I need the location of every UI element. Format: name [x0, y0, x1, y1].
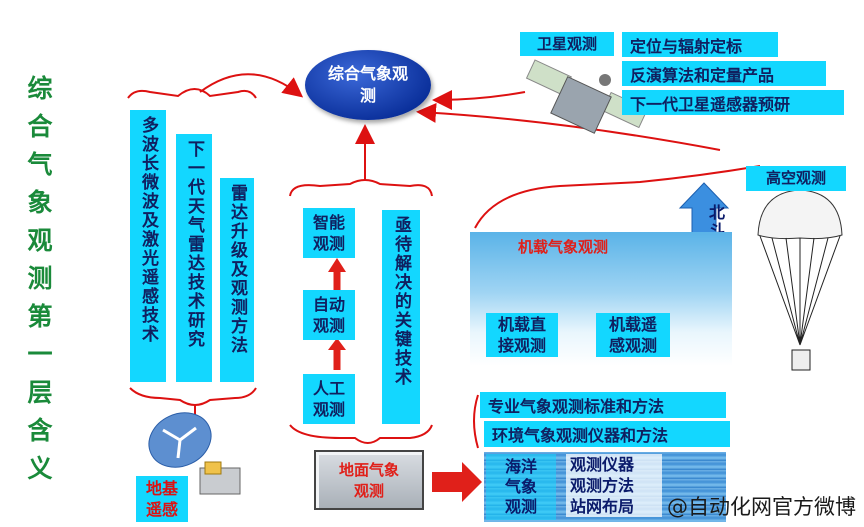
- radar-dish-icon: [148, 412, 241, 495]
- arrowhead-manual-to-auto: [328, 338, 346, 350]
- center-node: 综合气象观测: [305, 50, 431, 120]
- title-char: 观: [27, 226, 53, 255]
- ground-remote-label: 地基遥感: [136, 476, 188, 522]
- arrow-ground-to-ocean: [432, 462, 482, 502]
- title-char: 一: [27, 340, 53, 369]
- remote-column-3: 雷达升级及观测方法: [220, 178, 254, 382]
- bracket-remote-columns: [127, 88, 257, 99]
- ground-observation-label: 地面气象观测: [338, 461, 399, 500]
- airborne-label: 机载气象观测: [518, 238, 609, 256]
- high-altitude-label: 高空观测: [746, 166, 846, 191]
- manual-observation: 人工观测: [303, 374, 355, 424]
- satellite-label: 卫星观测: [520, 32, 614, 56]
- title-char: 义: [27, 454, 53, 483]
- title-char: 层: [27, 378, 53, 407]
- remote-column-2: 下一代天气雷达技术研究: [176, 134, 212, 382]
- satellite-item-2: 反演算法和定量产品: [622, 61, 826, 86]
- bracket-airborne-top: [474, 165, 761, 229]
- ocean-items: 观测仪器 观测方法 站网布局: [566, 454, 662, 517]
- airborne-remote: 机载遥感观测: [596, 313, 670, 357]
- arrow-satellite-to-center: [432, 89, 526, 110]
- standard-item-1: 专业气象观测标准和方法: [480, 392, 726, 418]
- ocean-item-2: 观测方法: [570, 476, 635, 495]
- bracket-ground-bottom: [289, 424, 433, 444]
- title-char: 第: [27, 302, 53, 331]
- title-char: 含: [27, 416, 53, 445]
- bracket-standards-left: [473, 394, 479, 449]
- bracket-ground-top: [289, 179, 433, 197]
- watermark: @自动化网官方微博: [667, 495, 856, 519]
- airborne-direct: 机载直接观测: [486, 313, 558, 357]
- ocean-item-3: 站网布局: [570, 497, 635, 516]
- satellite-item-3: 下一代卫星遥感器预研: [622, 90, 844, 115]
- vertical-title: 综合气象观测第一层含义: [22, 70, 58, 488]
- bracket-remote-bottom: [129, 387, 257, 406]
- arrow-airborne-to-center: [416, 102, 721, 151]
- ground-observation-node: [314, 450, 424, 510]
- smart-observation: 智能观测: [303, 208, 355, 258]
- auto-observation: 自动观测: [303, 290, 355, 340]
- ocean-item-1: 观测仪器: [570, 455, 635, 474]
- balloon-icon: [757, 189, 843, 371]
- title-char: 气: [27, 150, 53, 179]
- pending-technologies: 亟待解决的关键技术: [382, 210, 420, 424]
- title-char: 综: [27, 74, 53, 103]
- title-char: 合: [27, 112, 53, 141]
- title-char: 象: [27, 188, 53, 217]
- ocean-label: 海洋气象观测: [486, 454, 556, 520]
- title-char: 测: [27, 264, 53, 293]
- satellite-item-1: 定位与辐射定标: [622, 32, 778, 57]
- remote-column-1: 多波长微波及激光遥感技术: [130, 110, 166, 382]
- arrow-remote-to-center: [199, 73, 304, 98]
- standard-item-2: 环境气象观测仪器和方法: [484, 421, 730, 447]
- arrowhead-auto-to-smart: [328, 258, 346, 272]
